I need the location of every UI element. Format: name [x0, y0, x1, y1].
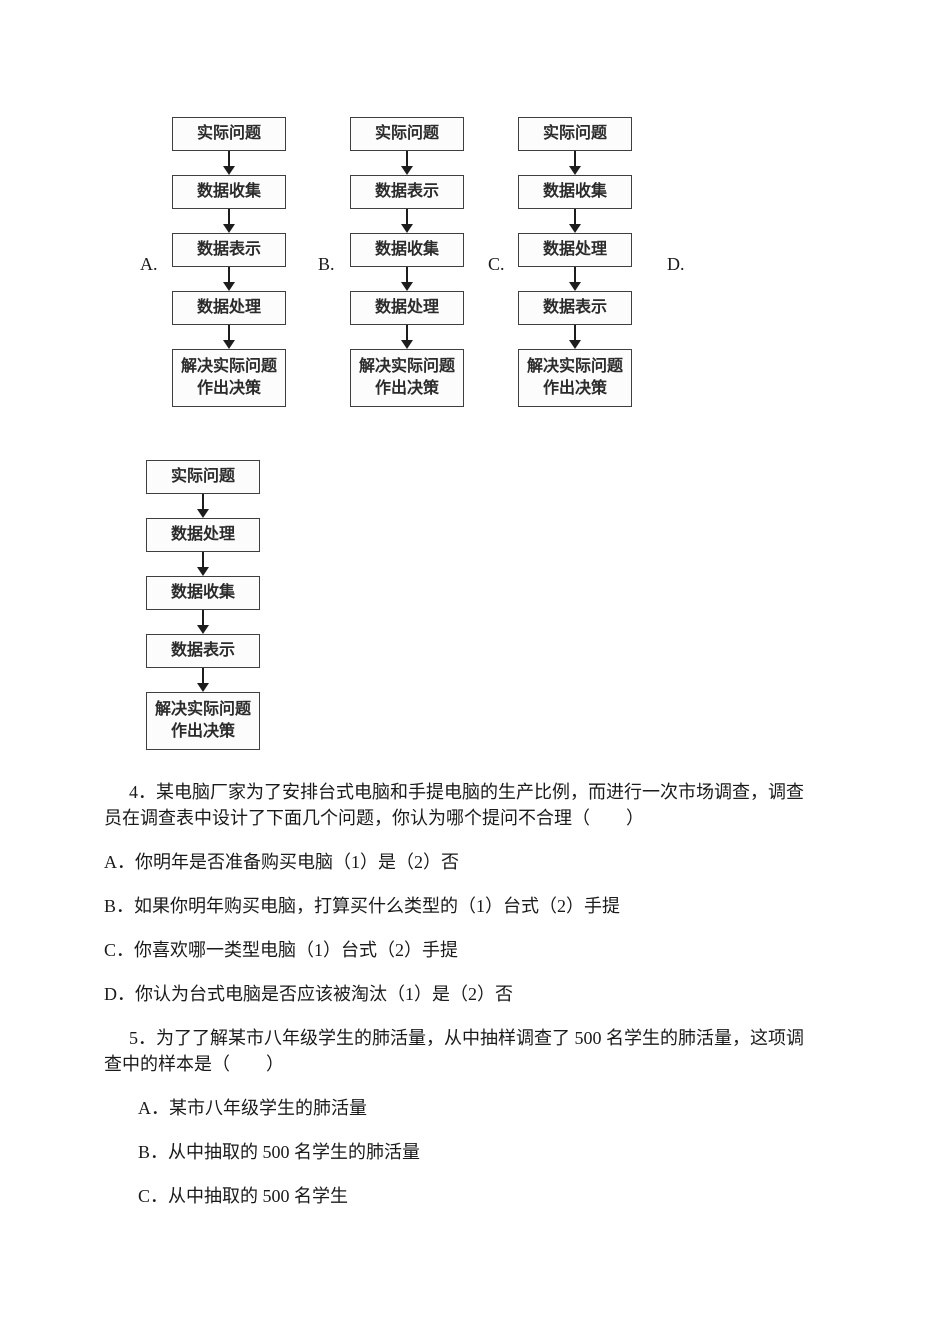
flowchart-step-box: 数据收集 — [146, 576, 260, 610]
down-arrow-icon — [146, 552, 260, 576]
flowchart-step-label: 数据处理 — [374, 299, 439, 316]
flowchart-step-box: 数据处理 — [350, 291, 464, 325]
question-5-option-b: B．从中抽取的 500 名学生的肺活量 — [138, 1142, 421, 1162]
flowchart-step-box: 数据表示 — [518, 291, 632, 325]
flowchart-step-label: 解决实际问题 作出决策 — [180, 358, 277, 397]
down-arrow-icon — [350, 325, 464, 349]
flowchart-step-label: 数据表示 — [374, 183, 439, 200]
flowchart-step-label: 数据表示 — [170, 642, 235, 659]
flowchart-step-box: 数据处理 — [518, 233, 632, 267]
flowchart-step-label: 实际问题 — [170, 468, 235, 485]
down-arrow-icon — [172, 209, 286, 233]
down-arrow-icon — [518, 325, 632, 349]
choice-label-d: D. — [667, 254, 685, 274]
down-arrow-icon — [518, 209, 632, 233]
flowchart-step-box: 数据收集 — [350, 233, 464, 267]
flowchart-step-label: 解决实际问题 作出决策 — [526, 358, 623, 397]
flowchart-step-label: 数据处理 — [196, 299, 261, 316]
down-arrow-icon — [146, 494, 260, 518]
flowchart-step-box: 数据表示 — [172, 233, 286, 267]
flowchart-step-box: 数据处理 — [172, 291, 286, 325]
flowchart-step-box: 数据表示 — [350, 175, 464, 209]
question-4-option-d: D．你认为台式电脑是否应该被淘汰（1）是（2）否 — [104, 984, 513, 1004]
down-arrow-icon — [172, 151, 286, 175]
flowchart-step-box: 解决实际问题 作出决策 — [350, 349, 464, 407]
flowchart-option-d: 实际问题 数据处理 数据收集 数据表示 解决实际问题 作出决策 — [146, 460, 260, 750]
flowchart-step-label: 实际问题 — [374, 125, 439, 142]
flowchart-step-box: 解决实际问题 作出决策 — [172, 349, 286, 407]
question-4-option-b: B．如果你明年购买电脑，打算买什么类型的（1）台式（2）手提 — [104, 896, 621, 916]
questions-text-block: 4．某电脑厂家为了安排台式电脑和手提电脑的生产比例，而进行一次市场调查，调查员在… — [104, 779, 804, 1227]
flowchart-step-label: 数据收集 — [542, 183, 607, 200]
question-4-text: 4．某电脑厂家为了安排台式电脑和手提电脑的生产比例，而进行一次市场调查，调查员在… — [104, 782, 804, 828]
down-arrow-icon — [172, 267, 286, 291]
down-arrow-icon — [350, 267, 464, 291]
flowchart-step-label: 解决实际问题 作出决策 — [154, 701, 251, 740]
flowchart-step-box: 实际问题 — [172, 117, 286, 151]
flowchart-step-label: 数据表示 — [542, 299, 607, 316]
flowchart-step-label: 实际问题 — [196, 125, 261, 142]
flowchart-step-box: 解决实际问题 作出决策 — [518, 349, 632, 407]
flowchart-step-box: 实际问题 — [350, 117, 464, 151]
flowchart-option-b: 实际问题 数据表示 数据收集 数据处理 解决实际问题 作出决策 — [350, 117, 464, 407]
flowchart-step-label: 数据表示 — [196, 241, 261, 258]
down-arrow-icon — [172, 325, 286, 349]
flowchart-step-label: 数据收集 — [196, 183, 261, 200]
flowchart-step-box: 实际问题 — [518, 117, 632, 151]
question-5-text: 5．为了了解某市八年级学生的肺活量，从中抽样调查了 500 名学生的肺活量，这项… — [104, 1028, 804, 1074]
flowchart-step-box: 实际问题 — [146, 460, 260, 494]
down-arrow-icon — [146, 610, 260, 634]
flowchart-step-label: 解决实际问题 作出决策 — [358, 358, 455, 397]
flowchart-step-label: 数据处理 — [170, 526, 235, 543]
down-arrow-icon — [518, 267, 632, 291]
flowchart-step-label: 实际问题 — [542, 125, 607, 142]
down-arrow-icon — [350, 209, 464, 233]
question-4-option-c: C．你喜欢哪一类型电脑（1）台式（2）手提 — [104, 940, 459, 960]
flowchart-step-label: 数据收集 — [374, 241, 439, 258]
question-4-option-a: A．你明年是否准备购买电脑（1）是（2）否 — [104, 852, 459, 872]
question-5-option-a: A．某市八年级学生的肺活量 — [138, 1098, 367, 1118]
flowchart-step-label: 数据处理 — [542, 241, 607, 258]
choice-label-c: C. — [488, 254, 505, 274]
flowchart-option-a: 实际问题 数据收集 数据表示 数据处理 解决实际问题 作出决策 — [172, 117, 286, 407]
down-arrow-icon — [146, 668, 260, 692]
flowchart-option-c: 实际问题 数据收集 数据处理 数据表示 解决实际问题 作出决策 — [518, 117, 632, 407]
flowchart-step-box: 数据表示 — [146, 634, 260, 668]
choice-label-b: B. — [318, 254, 335, 274]
flowchart-step-box: 数据处理 — [146, 518, 260, 552]
flowchart-step-box: 数据收集 — [518, 175, 632, 209]
choice-label-a: A. — [140, 254, 158, 274]
flowchart-step-box: 解决实际问题 作出决策 — [146, 692, 260, 750]
down-arrow-icon — [350, 151, 464, 175]
flowchart-step-label: 数据收集 — [170, 584, 235, 601]
flowchart-step-box: 数据收集 — [172, 175, 286, 209]
question-5-option-c: C．从中抽取的 500 名学生 — [138, 1186, 349, 1206]
down-arrow-icon — [518, 151, 632, 175]
